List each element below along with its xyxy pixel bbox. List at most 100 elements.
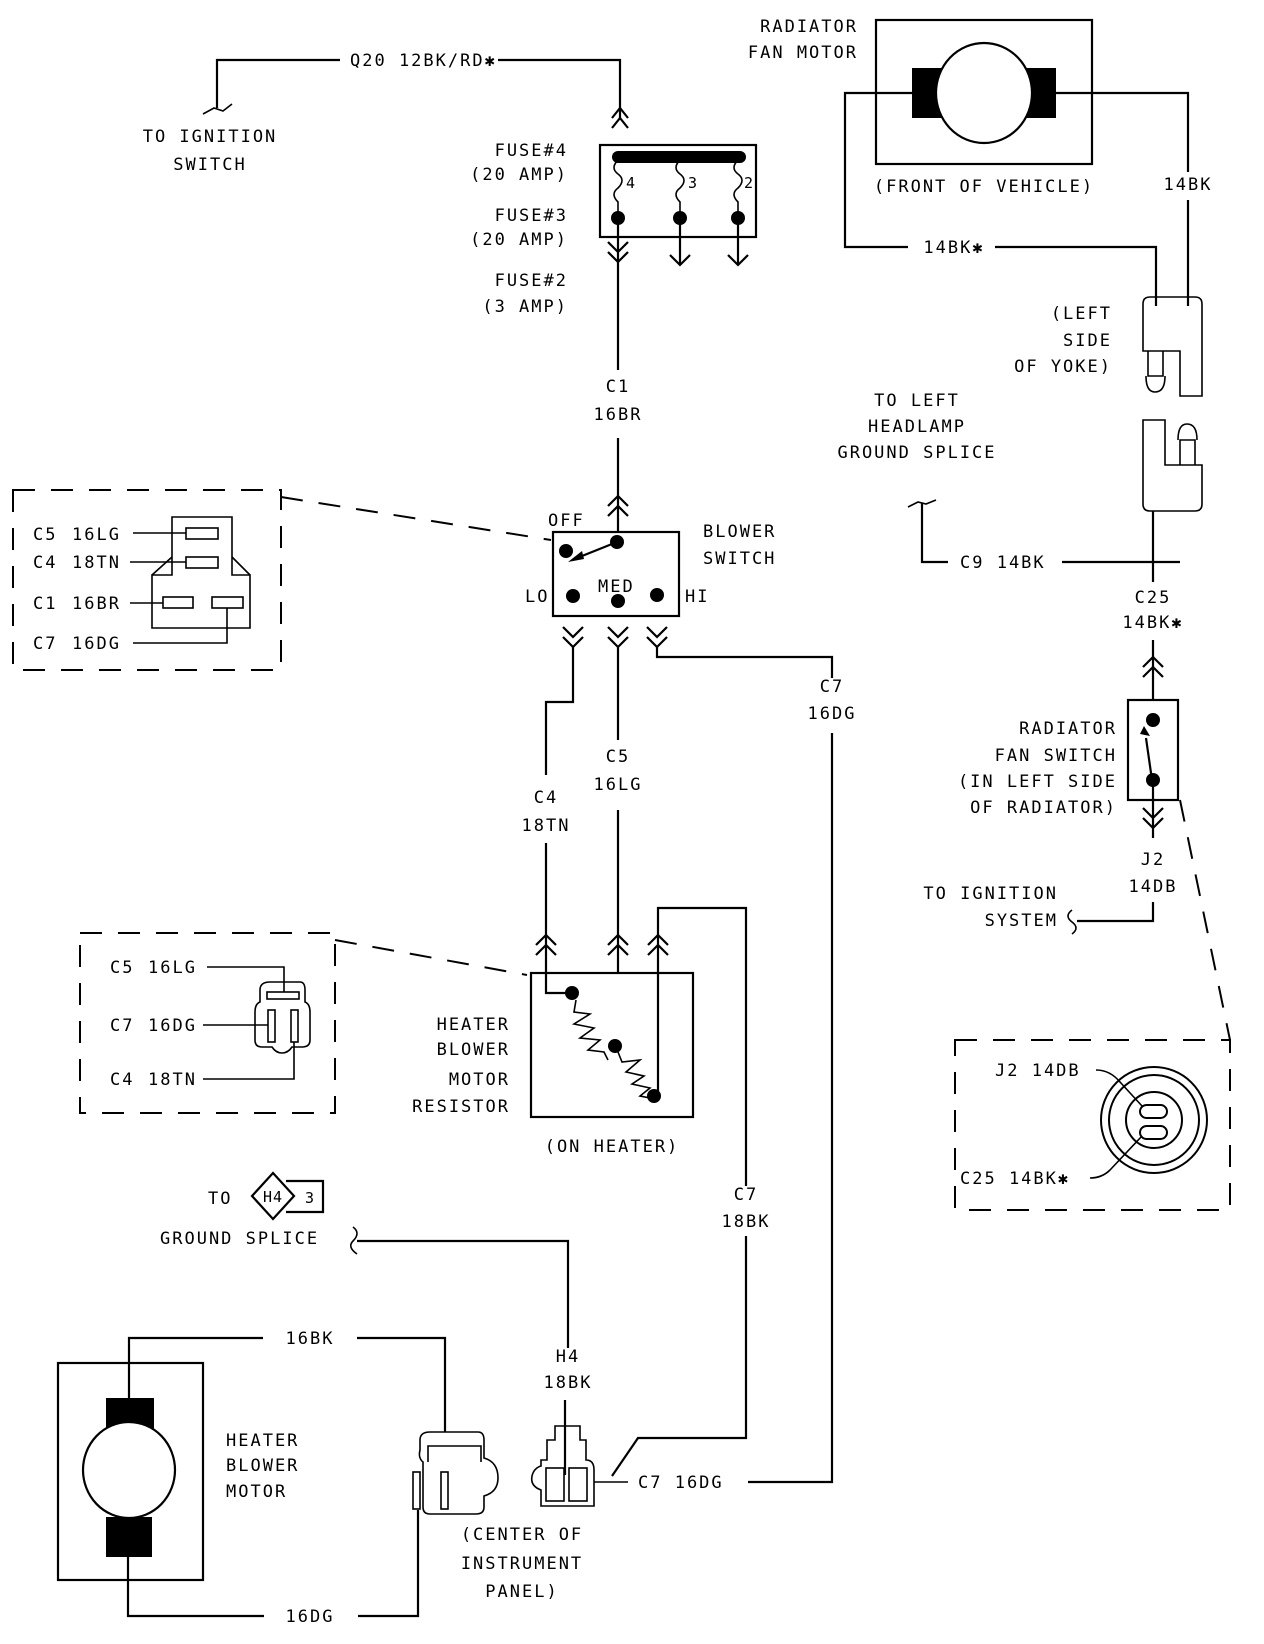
- blower-switch-label-2: SWITCH: [703, 549, 776, 569]
- switch-connector-shell: [151, 516, 251, 629]
- pin-c5: [266, 991, 300, 1000]
- motor-label-3: MOTOR: [226, 1482, 287, 1502]
- splice-diamond-icon: [250, 1171, 296, 1221]
- resistor-coil-1: [571, 999, 609, 1061]
- wire-14bk-star-label: 14BK✱: [923, 238, 984, 258]
- pin-c7-label: C7: [33, 634, 57, 654]
- switch-med-contact: [611, 594, 625, 608]
- headlamp-label-2: HEADLAMP: [868, 417, 966, 437]
- wire-16bk-label: 16BK: [286, 1329, 335, 1349]
- resistor-terminal-1: [565, 986, 579, 1000]
- fan-switch-body: [1126, 698, 1180, 802]
- motor-connector-shell: [418, 1431, 499, 1515]
- wire-q20-left: [215, 58, 340, 108]
- wire-14bk-star-left: [843, 91, 912, 249]
- instrument-panel-connectors: C7 16DG (CENTER OF INSTRUMENT PANEL): [412, 1425, 724, 1602]
- break-symbol-icon: [202, 103, 233, 115]
- wire-c4-circuit: C4: [534, 788, 558, 808]
- label-mask: [590, 370, 646, 422]
- pin-c4-label: C4: [110, 1070, 134, 1090]
- pin-leader: [203, 1042, 295, 1080]
- switch-med-label: MED: [598, 577, 635, 597]
- pin-c1-wire: 16BR: [72, 594, 121, 614]
- pin-c4: [185, 556, 219, 569]
- arrow-down-icon: [727, 254, 749, 267]
- pin-c5: [185, 527, 219, 540]
- wire-14bk-top: [1056, 91, 1190, 172]
- wire-c5-circuit: C5: [606, 747, 630, 767]
- detail-box-outline: [12, 489, 282, 671]
- panel-location-2: INSTRUMENT: [461, 1554, 583, 1574]
- connector-arrow-icon: [607, 241, 629, 264]
- resistor-label-3: MOTOR: [449, 1070, 510, 1090]
- switch-connector-detail: C5 16LG C4 18TN C1 16BR C7 16DG: [12, 489, 552, 671]
- wire-q20-right: [498, 58, 622, 120]
- wire-c4-gauge: 18TN: [522, 816, 571, 836]
- pin-c7-wire: 16DG: [72, 634, 121, 654]
- pin-leader: [133, 608, 228, 644]
- ignition-system-label-1: TO IGNITION: [923, 884, 1058, 904]
- pin-c7: [568, 1467, 588, 1502]
- wire-c7-18bk-gauge: 18BK: [722, 1212, 771, 1232]
- wire-16dg-right: [358, 1510, 420, 1618]
- wire-h4-circuit: H4: [556, 1347, 580, 1367]
- blower-switch-label-1: BLOWER: [703, 522, 776, 542]
- switch-lo-label: LO: [525, 587, 549, 607]
- fuse-2-rating: (3 AMP): [482, 297, 568, 317]
- connector-inner-ring: [1125, 1091, 1183, 1149]
- detail-leader-line: [1179, 799, 1231, 1041]
- pin-c4-wire: 18TN: [72, 553, 121, 573]
- ignition-switch-label-2: SWITCH: [173, 155, 246, 175]
- connector-outer-ring: [1100, 1066, 1208, 1174]
- wire-c7-hi-circuit: C7: [820, 677, 844, 697]
- resistor-connector-detail: C5 16LG C7 16DG C4 18TN: [79, 932, 528, 1114]
- headlamp-label-1: TO LEFT: [874, 391, 960, 411]
- detail-leader-line: [280, 496, 552, 541]
- resistor-label-1: HEATER: [437, 1015, 510, 1035]
- break-symbol-icon: [349, 1226, 358, 1255]
- wire-c7-16dg-label: C7 16DG: [638, 1473, 724, 1493]
- pin-c25: [1139, 1125, 1168, 1140]
- yoke-location-3: OF YOKE): [1014, 357, 1112, 377]
- fan-armature-icon: [934, 41, 1034, 145]
- connector-arrow-icon: [535, 933, 557, 956]
- wire-14bk-star-right: [995, 245, 1158, 306]
- connector-arrow-icon: [607, 933, 629, 956]
- connector-arrow-icon: [611, 106, 629, 129]
- fan-switch-arrow-icon: [1140, 726, 1150, 736]
- switch-hi-contact: [650, 588, 664, 602]
- splice-connector-shell: [530, 1425, 595, 1507]
- pin-c5-label: C5: [33, 525, 57, 545]
- pin-c7: [211, 596, 244, 609]
- resistor-connector-shell: [254, 981, 311, 1054]
- pin-c5-wire: 16LG: [148, 958, 197, 978]
- wire-16bk-left: [127, 1336, 263, 1398]
- wire-c1-gauge: 16BR: [594, 405, 643, 425]
- pin-j2-label: J2 14DB: [995, 1061, 1081, 1081]
- wire-c5-gauge: 16LG: [594, 775, 643, 795]
- ignition-switch-label-1: TO IGNITION: [143, 127, 278, 147]
- fuse-4-rating: (20 AMP): [470, 165, 568, 185]
- ground-splice-label: GROUND SPLICE: [160, 1229, 319, 1249]
- resistor-label-2: BLOWER: [437, 1040, 510, 1060]
- resistor-label-4: RESISTOR: [412, 1097, 510, 1117]
- pin-c5-wire: 16LG: [72, 525, 121, 545]
- radiator-fan-motor: RADIATOR FAN MOTOR 14BK✱ 14BK (FRONT OF …: [748, 17, 1210, 306]
- detail-box-outline: [79, 932, 336, 1114]
- fuse-3-label: FUSE#3: [495, 206, 568, 226]
- wire-c7-18bk-lower: [611, 1236, 748, 1477]
- fan-switch-label-2: FAN SWITCH: [995, 746, 1117, 766]
- resistor-coil-2: [617, 1051, 654, 1103]
- pin-c7-wire: 16DG: [148, 1016, 197, 1036]
- switch-off-label: OFF: [548, 511, 585, 531]
- yoke-connector-upper: [1142, 296, 1203, 397]
- pin-c4-wire: 18TN: [148, 1070, 197, 1090]
- fuse-3-rating: (20 AMP): [470, 230, 568, 250]
- wire-j2-circuit: J2: [1141, 850, 1165, 870]
- yoke-connector-lower: [1142, 419, 1203, 512]
- fan-switch-label-3: (IN LEFT SIDE: [958, 772, 1117, 792]
- ignition-feed: Q20 12BK/RD✱ TO IGNITION SWITCH: [143, 51, 622, 175]
- headlamp-label-3: GROUND SPLICE: [837, 443, 996, 463]
- fuse-block: 4 3 2 FUSE#4 (20 AMP) FUSE#3 (20 AMP) FU…: [470, 106, 758, 418]
